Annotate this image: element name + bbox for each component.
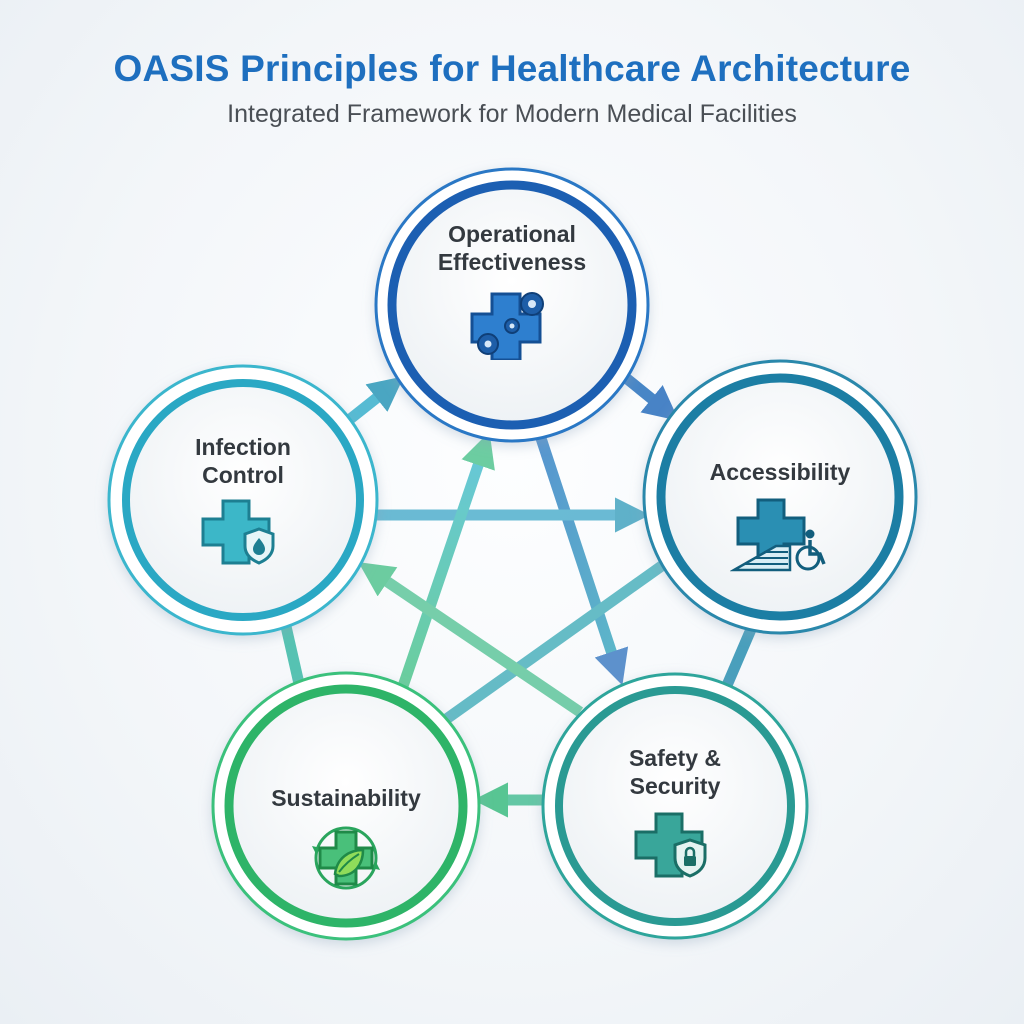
- node-operational-label-line1: Operational: [448, 221, 576, 247]
- node-safety-ring: [541, 672, 809, 940]
- node-accessibility-ring: [642, 359, 918, 635]
- node-safety-security: Safety & Security: [590, 744, 760, 894]
- leaf-recycle-cross-icon: [312, 826, 380, 890]
- edge-operational-to-safety: [529, 418, 629, 686]
- node-operational-label-line2: Effectiveness: [437, 249, 587, 275]
- ramp-wheelchair-cross-icon: [730, 498, 826, 572]
- node-safety-label-line2: Security: [629, 773, 721, 799]
- node-accessibility: Accessibility: [690, 458, 870, 588]
- lock-shield-cross-icon: [634, 812, 707, 878]
- droplet-shield-cross-icon: [201, 499, 275, 565]
- page-title: OASIS Principles for Healthcare Architec…: [113, 48, 911, 89]
- node-sustainability: Sustainability: [256, 784, 436, 904]
- gears-cross-icon: [470, 292, 544, 360]
- edge-sustainability-to-infection: [279, 620, 306, 690]
- node-infection-control: Infection Control: [160, 433, 326, 583]
- page-subtitle: Integrated Framework for Modern Medical …: [227, 100, 797, 128]
- node-accessibility-label: Accessibility: [709, 459, 851, 485]
- edge-accessibility-to-sustainability: [441, 555, 674, 725]
- node-infection-ring: [107, 364, 379, 636]
- node-safety-label-line1: Safety &: [628, 745, 722, 771]
- node-operational-effectiveness: Operational Effectiveness: [412, 220, 612, 400]
- edge-safety-to-infection: [358, 562, 584, 717]
- node-infection-label-line2: Control: [202, 462, 284, 488]
- edge-sustainability-to-operational: [394, 431, 495, 697]
- edge-accessibility-to-safety: [719, 617, 761, 693]
- node-infection-label-line1: Infection: [195, 434, 291, 460]
- node-sustainability-ring: [211, 671, 481, 941]
- node-sustainability-label: Sustainability: [271, 785, 421, 811]
